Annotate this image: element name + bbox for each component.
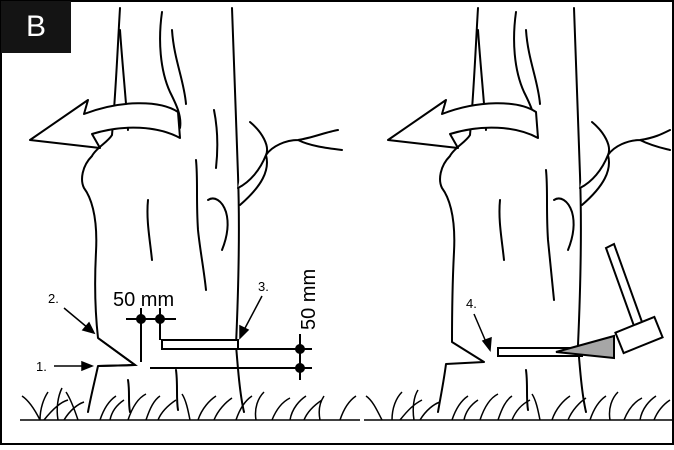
marker-3-label: 3. — [258, 279, 269, 294]
vertical-dimension-label: 50 mm — [298, 269, 320, 330]
right-tree-bark-2 — [525, 29, 541, 105]
fall-direction-arrow-left — [29, 99, 181, 149]
left-tree-bark-8 — [175, 369, 179, 411]
left-grass — [20, 387, 360, 421]
back-cut — [161, 339, 239, 350]
marker-1-arrowhead — [81, 360, 95, 372]
marker-4-arrow — [473, 313, 487, 343]
right-tree-branch — [579, 121, 671, 206]
left-tree-bark-5 — [207, 197, 229, 251]
right-tree-bark-5 — [553, 197, 575, 251]
left-tree-branch — [237, 121, 343, 206]
right-tree-right-outline — [573, 7, 587, 413]
horizontal-dim-dot-right — [155, 314, 165, 324]
panel-label-badge: B — [1, 1, 71, 53]
marker-2-arrowhead — [81, 321, 96, 335]
sledgehammer-head — [614, 315, 664, 355]
right-tree-bark-7 — [525, 369, 529, 411]
wedge-icon — [555, 334, 615, 360]
notch-cut — [97, 337, 138, 367]
right-tree-bark-4 — [498, 199, 505, 261]
marker-2-arrow — [63, 307, 89, 329]
left-tree-bark-3 — [195, 159, 207, 291]
vertical-dim-dot-bottom — [295, 363, 305, 373]
left-tree-bark-7 — [213, 109, 219, 169]
right-tree-bark-3 — [545, 169, 555, 301]
marker-2-label: 2. — [48, 291, 59, 306]
left-marker-arrows — [54, 295, 263, 372]
left-cuts — [97, 308, 312, 380]
marker-3-arrowhead — [239, 324, 250, 340]
left-tree-bark-1 — [159, 11, 182, 129]
right-cuts — [497, 334, 615, 360]
marker-4-arrowhead — [481, 336, 492, 352]
sledgehammer-icon — [604, 242, 664, 355]
left-tree-right-outline — [231, 7, 245, 413]
left-tree-bark-9 — [127, 379, 131, 413]
left-tree-bark-2 — [171, 29, 187, 105]
fall-direction-arrow-right — [387, 99, 539, 149]
marker-4-label: 4. — [466, 296, 477, 311]
marker-1-label: 1. — [36, 359, 47, 374]
right-marker-arrow — [473, 313, 492, 352]
horizontal-dimension-label: 50 mm — [113, 289, 174, 311]
right-grass — [364, 389, 672, 421]
horizontal-dim-dot-left — [136, 314, 146, 324]
marker-3-arrow — [243, 295, 263, 331]
left-tree-bark-4 — [146, 199, 153, 261]
vertical-dim-dot-top — [295, 344, 305, 354]
